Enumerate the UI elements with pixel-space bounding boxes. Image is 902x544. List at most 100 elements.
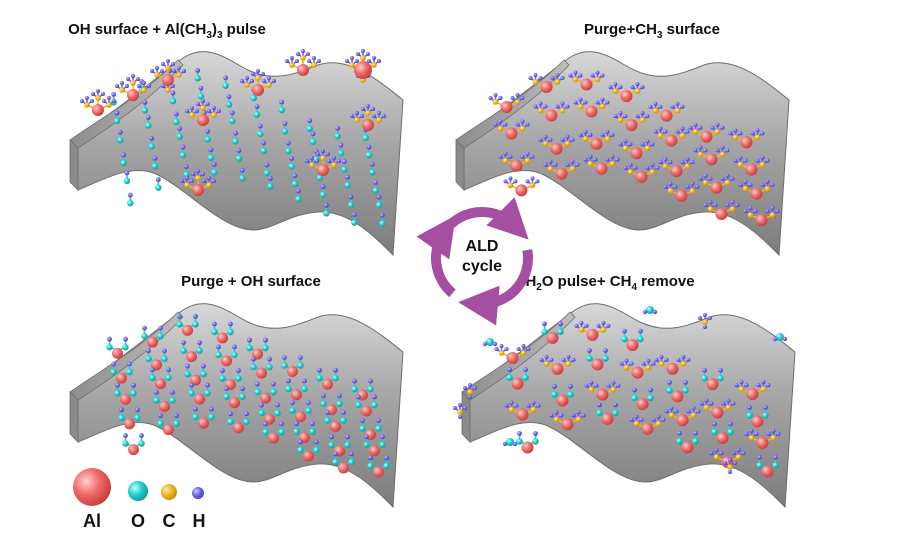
h-atom-icon xyxy=(536,403,541,408)
h-atom-icon xyxy=(382,114,386,118)
h-atom-icon xyxy=(102,99,106,103)
h-atom-icon xyxy=(618,111,623,116)
h-atom-icon xyxy=(502,441,508,447)
h-atom-icon xyxy=(360,114,364,118)
h-atom-icon xyxy=(107,96,111,100)
h-atom-icon xyxy=(162,348,167,354)
o-atom-icon xyxy=(379,220,386,227)
c-atom-icon xyxy=(702,319,708,325)
al-atom-icon xyxy=(120,393,131,405)
h-atom-icon xyxy=(282,121,288,126)
h-atom-icon xyxy=(220,368,225,373)
h-atom-icon xyxy=(279,421,284,427)
h-atom-icon xyxy=(136,77,140,81)
h-atom-icon xyxy=(623,114,628,119)
o-atom-icon xyxy=(313,446,320,454)
h-atom-icon xyxy=(578,132,583,137)
c-atom-icon xyxy=(742,185,749,192)
h-atom-icon xyxy=(596,323,601,328)
h-atom-icon xyxy=(725,173,730,178)
h-atom-icon xyxy=(263,421,268,427)
c-atom-icon xyxy=(554,79,561,85)
h-atom-icon xyxy=(205,128,211,134)
h-atom-icon xyxy=(702,367,707,373)
panel-title-bottom-left: Purge + OH surface xyxy=(181,273,321,290)
o-atom-icon xyxy=(682,387,689,394)
o-atom-icon xyxy=(196,347,203,354)
o-atom-icon xyxy=(246,344,253,352)
h-atom-icon xyxy=(267,76,271,80)
c-atom-icon xyxy=(707,206,714,212)
c-atom-icon xyxy=(206,182,212,188)
h-atom-icon xyxy=(212,106,216,110)
h-atom-icon xyxy=(713,203,718,208)
h-atom-icon xyxy=(588,154,593,159)
al-atom-icon xyxy=(641,422,654,435)
h-atom-icon xyxy=(348,194,354,200)
c-atom-icon xyxy=(154,72,160,78)
h-atom-icon xyxy=(565,162,570,167)
h-atom-icon xyxy=(605,129,610,134)
h-atom-icon xyxy=(703,173,708,178)
al-atom-icon xyxy=(198,417,209,429)
h-atom-icon xyxy=(366,52,370,56)
c-atom-icon xyxy=(467,389,473,395)
cycle-arrow-icon xyxy=(458,249,533,326)
c-atom-icon xyxy=(612,88,619,94)
al-atom-icon xyxy=(745,163,758,176)
h-atom-icon xyxy=(493,93,498,98)
h-atom-icon xyxy=(372,114,376,118)
h-atom-icon xyxy=(725,203,730,208)
h-atom-icon xyxy=(207,109,211,113)
o-atom-icon xyxy=(211,169,218,176)
h-atom-icon xyxy=(775,209,780,214)
h-atom-icon xyxy=(615,157,620,162)
o-atom-icon xyxy=(319,191,327,198)
o-atom-icon xyxy=(328,441,335,449)
o-atom-icon xyxy=(324,417,331,424)
c-atom-icon xyxy=(679,132,686,139)
o-atom-icon xyxy=(145,355,152,363)
al-atom-icon xyxy=(700,130,713,143)
h-atom-icon xyxy=(773,454,778,460)
c-atom-icon xyxy=(587,160,594,167)
o-atom-icon xyxy=(316,374,323,382)
o-atom-icon xyxy=(332,374,339,382)
c-atom-icon xyxy=(553,416,560,423)
h-atom-icon xyxy=(207,176,211,180)
o-atom-icon xyxy=(161,355,168,363)
h-atom-icon xyxy=(750,131,755,136)
h-atom-icon xyxy=(155,177,161,183)
atom-legend: Al O C H xyxy=(73,468,206,531)
h-atom-icon xyxy=(361,107,365,111)
h-atom-icon xyxy=(685,184,690,189)
h-atom-icon xyxy=(664,357,669,362)
h-atom-icon xyxy=(208,147,214,153)
c-atom-icon xyxy=(713,454,720,460)
al-atom-icon xyxy=(665,134,678,147)
al-atom-icon xyxy=(197,114,209,126)
h-atom-icon xyxy=(473,386,477,390)
al-atom-icon xyxy=(162,74,174,86)
h-atom-icon xyxy=(201,99,205,103)
h-atom-icon xyxy=(147,84,151,88)
c-atom-icon xyxy=(622,145,629,152)
c-atom-icon xyxy=(564,140,571,147)
h-atom-icon xyxy=(560,101,565,106)
h-atom-icon xyxy=(172,69,176,73)
h-atom-icon xyxy=(743,209,748,214)
surface-lip xyxy=(69,391,79,443)
h-atom-icon xyxy=(730,200,735,205)
h-atom-icon xyxy=(180,144,186,150)
h-atom-icon xyxy=(776,431,781,436)
o-atom-icon xyxy=(297,362,304,369)
legend-label-o: O xyxy=(131,511,145,531)
c-atom-icon xyxy=(702,179,709,186)
h-atom-icon xyxy=(721,401,726,406)
h-atom-icon xyxy=(698,176,703,181)
h-atom-icon xyxy=(232,344,237,350)
h-atom-icon xyxy=(553,162,558,167)
h-atom-icon xyxy=(508,154,513,159)
h-atom-icon xyxy=(149,135,155,141)
h-atom-icon xyxy=(115,382,120,388)
